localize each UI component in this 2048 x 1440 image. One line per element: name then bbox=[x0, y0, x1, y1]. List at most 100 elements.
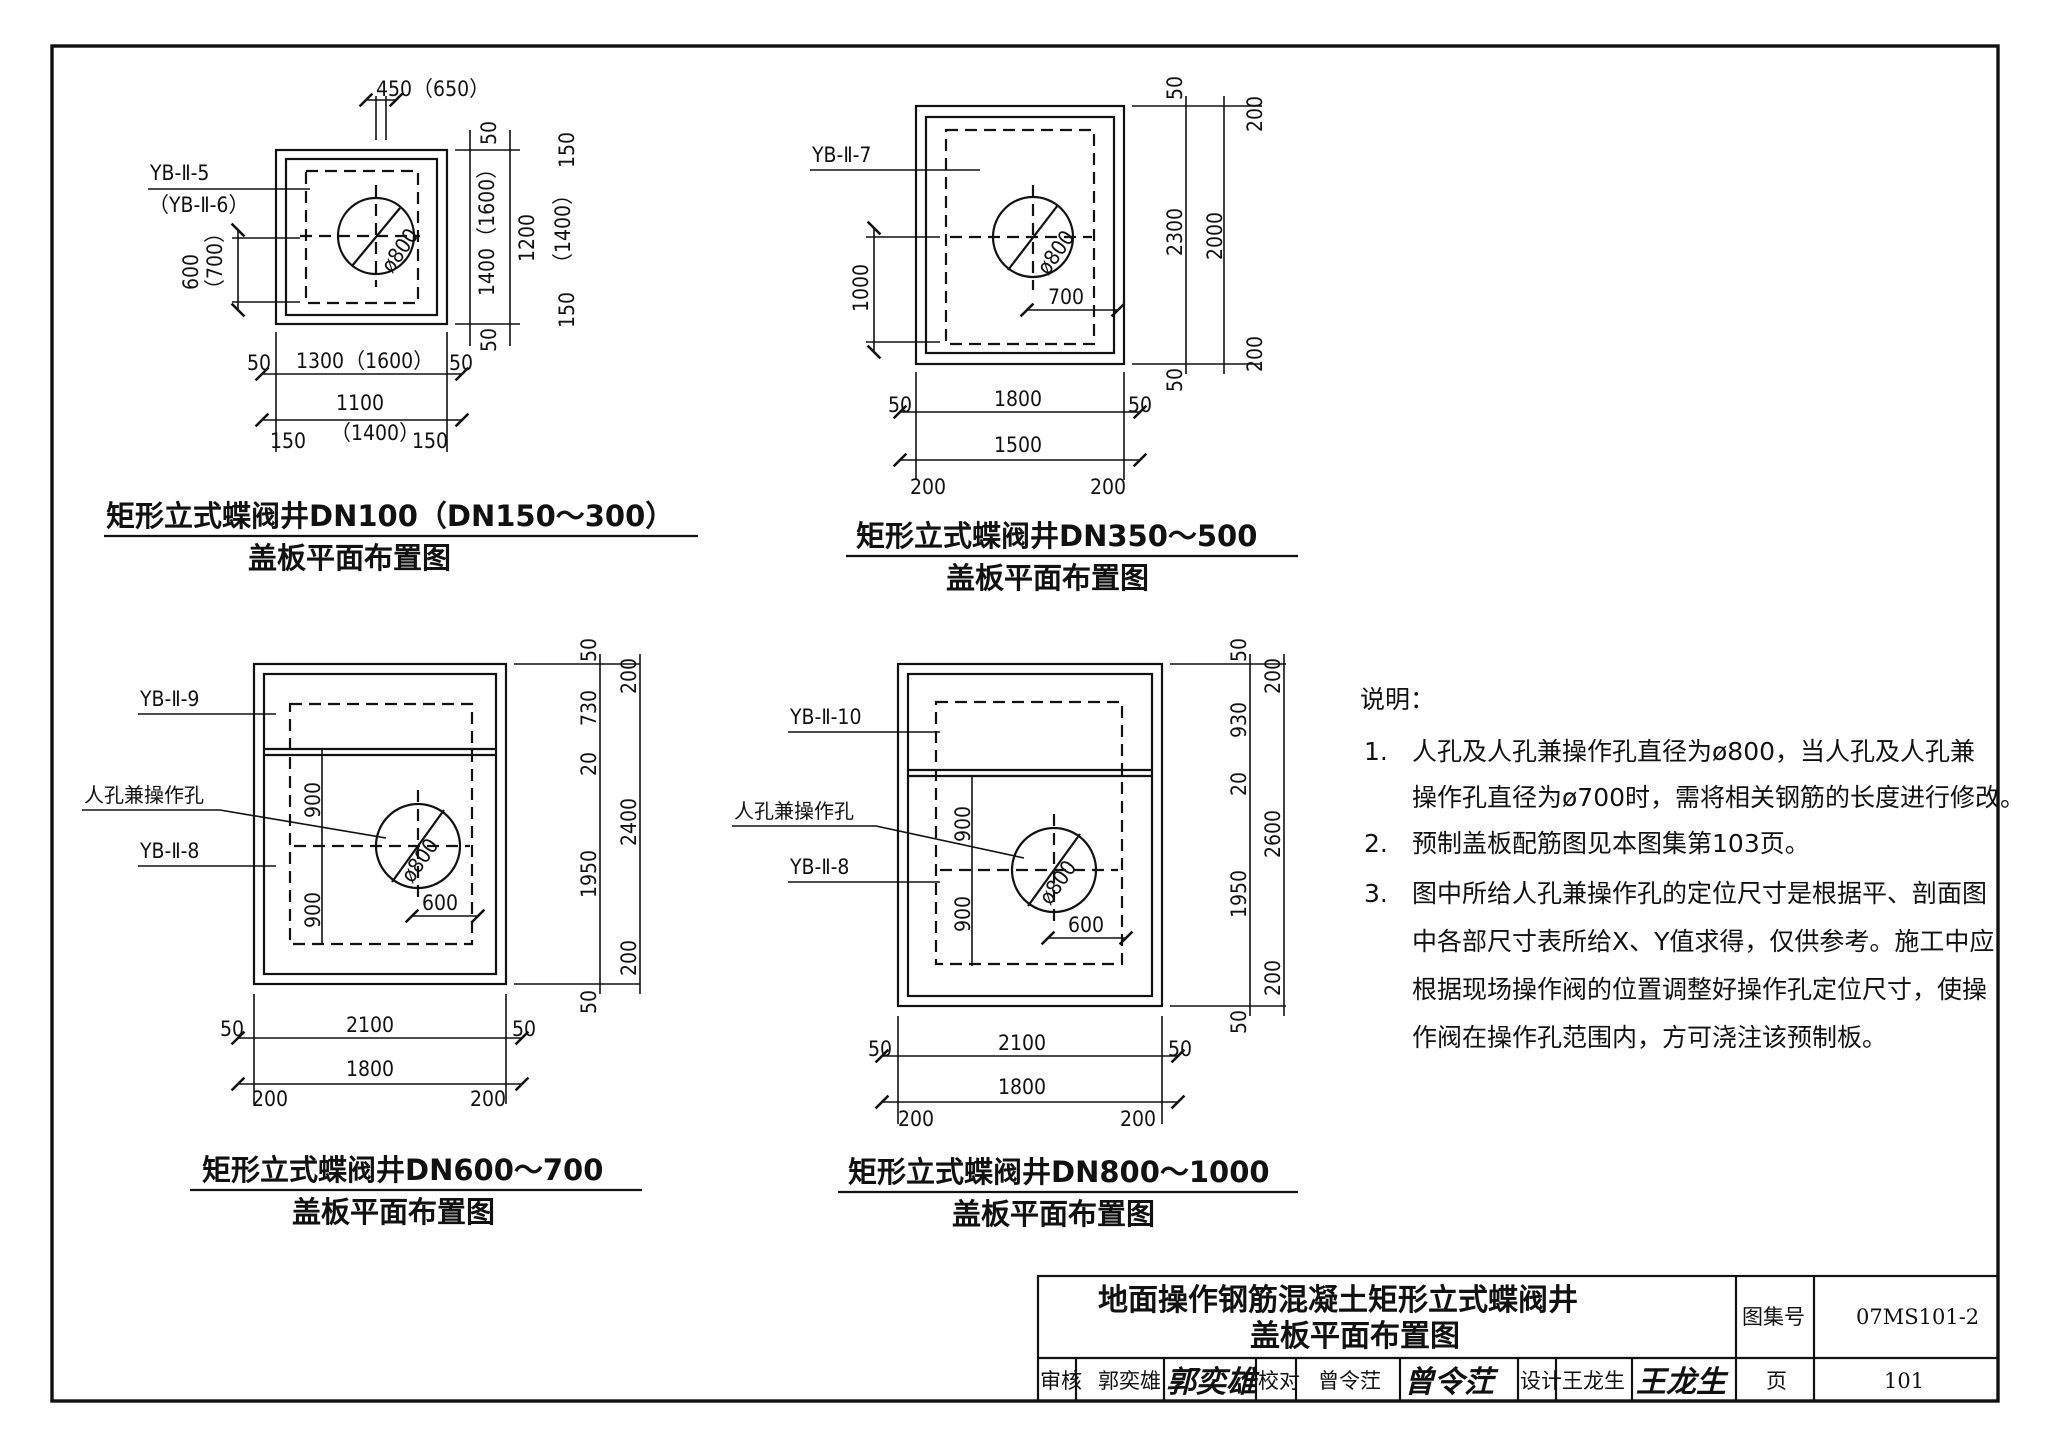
hole-diameter-label: ø800 bbox=[396, 834, 443, 887]
check-label: 校对 bbox=[1258, 1369, 1300, 1393]
dim-bottom: 50 bbox=[1128, 393, 1152, 417]
dim-right: 2300 bbox=[1163, 208, 1187, 256]
well-inner-outline bbox=[924, 115, 1116, 355]
note-number: 1. bbox=[1364, 737, 1388, 766]
dim-bottom: 1800 bbox=[994, 387, 1042, 411]
checker-signature: 曾令茳 bbox=[1404, 1365, 1499, 1400]
caption-title: 矩形立式蝶阀井DN600～700 bbox=[202, 1153, 603, 1187]
dim-right: 200 bbox=[617, 940, 641, 976]
dim-right: 1200 bbox=[515, 214, 539, 262]
dim-bottom: 200 bbox=[1120, 1107, 1156, 1131]
dim-right: 50 bbox=[1163, 76, 1187, 100]
dim-bottom: 150 bbox=[270, 429, 306, 453]
dim-bottom: 50 bbox=[220, 1017, 244, 1041]
cover-slab-outline bbox=[934, 700, 1124, 966]
dim-right: 150 bbox=[555, 132, 579, 168]
well-inner-outline bbox=[906, 672, 1154, 998]
hole-diameter-label: ø800 bbox=[376, 224, 423, 277]
notes-heading: 说明： bbox=[1360, 685, 1435, 714]
dim-bottom: 50 bbox=[888, 393, 912, 417]
dim-right: 50 bbox=[477, 121, 501, 145]
caption-subtitle: 盖板平面布置图 bbox=[952, 1197, 1155, 1231]
dim-bottom: 1800 bbox=[346, 1057, 394, 1081]
drawing-dn100: ø800 450（650） YB-Ⅱ-5 （YB-Ⅱ-6） 600 （700） … bbox=[104, 77, 698, 575]
drawing-dn350: ø800 700 YB-Ⅱ-7 1000 50 200 2300 2000 20… bbox=[810, 76, 1298, 595]
dim-right: 200 bbox=[1261, 658, 1285, 694]
caption-subtitle: 盖板平面布置图 bbox=[248, 541, 451, 575]
note-line: 图中所给人孔兼操作孔的定位尺寸是根据平、剖面图 bbox=[1412, 879, 1987, 908]
drawing-dn800: ø800 600 900 900 YB-Ⅱ-10 人孔兼操作孔 YB-Ⅱ-8 5… bbox=[732, 638, 1298, 1231]
page-number: 101 bbox=[1884, 1369, 1924, 1393]
drawing-dn600: ø800 600 900 900 YB-Ⅱ-9 人孔兼操作孔 YB-Ⅱ-8 50… bbox=[82, 638, 642, 1229]
atlas-label: 图集号 bbox=[1742, 1305, 1805, 1329]
design-label: 设计 bbox=[1520, 1369, 1562, 1393]
dim-right: 2600 bbox=[1261, 810, 1285, 858]
well-outer-outline bbox=[896, 662, 1164, 1008]
dim-bottom: 1300（1600） bbox=[296, 349, 434, 373]
note-line: 预制盖板配筋图见本图集第103页。 bbox=[1412, 829, 1810, 858]
panel-label-bottom: YB-Ⅱ-8 bbox=[139, 839, 199, 863]
dim-right: 150 bbox=[555, 292, 579, 328]
note-line: 根据现场操作阀的位置调整好操作孔定位尺寸，使操 bbox=[1412, 975, 1987, 1004]
sheet-title: 地面操作钢筋混凝土矩形立式蝶阀井 bbox=[1098, 1283, 1578, 1318]
dim-left-alt: （700） bbox=[203, 222, 227, 300]
dim-right: 50 bbox=[577, 990, 601, 1014]
title-block: 地面操作钢筋混凝土矩形立式蝶阀井 盖板平面布置图 图集号 07MS101-2 页… bbox=[1036, 1274, 2000, 1403]
dim-bottom: 50 bbox=[247, 351, 271, 375]
well-outer-outline bbox=[252, 662, 508, 986]
dim-right: 50 bbox=[1163, 368, 1187, 392]
dim-top: 450（650） bbox=[376, 77, 490, 101]
well-outer-outline bbox=[274, 148, 449, 326]
dim-right: 200 bbox=[1261, 960, 1285, 996]
dim-bottom: 50 bbox=[449, 351, 473, 375]
caption-title: 矩形立式蝶阀井DN350～500 bbox=[856, 519, 1257, 553]
atlas-number: 07MS101-2 bbox=[1856, 1305, 1979, 1329]
dim-bottom: 150 bbox=[412, 429, 448, 453]
dim-bottom: （1400） bbox=[330, 421, 420, 445]
note-number: 2. bbox=[1364, 829, 1388, 858]
dim-right: （1400） bbox=[551, 184, 575, 274]
dim-bottom: 200 bbox=[470, 1087, 506, 1111]
dim-right: 50 bbox=[1227, 638, 1251, 662]
dim-right: 50 bbox=[577, 638, 601, 662]
checker-name: 曾令茳 bbox=[1318, 1369, 1381, 1393]
dim-bottom: 200 bbox=[252, 1087, 288, 1111]
designer-name: 王龙生 bbox=[1562, 1369, 1625, 1393]
panel-label-top: YB-Ⅱ-10 bbox=[789, 705, 861, 729]
dim-right: 20 bbox=[577, 752, 601, 776]
dim-right: 50 bbox=[1227, 1010, 1251, 1034]
dim-bottom: 200 bbox=[910, 475, 946, 499]
dim-left: 900 bbox=[951, 806, 975, 842]
hole-label: 人孔兼操作孔 bbox=[734, 799, 854, 823]
dim-bottom: 1800 bbox=[998, 1075, 1046, 1099]
cover-slab-outline bbox=[288, 702, 474, 946]
dim-right: 200 bbox=[1243, 336, 1267, 372]
dim-right: 50 bbox=[477, 328, 501, 352]
dim-right: 200 bbox=[617, 658, 641, 694]
panel-label-top: YB-Ⅱ-9 bbox=[139, 687, 199, 711]
dim-bottom: 2100 bbox=[346, 1013, 394, 1037]
panel-label: YB-Ⅱ-5 bbox=[149, 161, 209, 185]
well-inner-outline bbox=[284, 157, 439, 317]
sheet-border bbox=[50, 44, 2000, 1403]
dim-bottom: 200 bbox=[1090, 475, 1126, 499]
dim-right: 1950 bbox=[1227, 870, 1251, 918]
hole-diameter-label: ø800 bbox=[1034, 856, 1081, 909]
dim-right: 2000 bbox=[1203, 212, 1227, 260]
dim-left: 900 bbox=[951, 896, 975, 932]
dim-right: 2400 bbox=[617, 798, 641, 846]
note-line: 操作孔直径为ø700时，需将相关钢筋的长度进行修改。 bbox=[1412, 783, 2025, 812]
dim-bottom: 2100 bbox=[998, 1031, 1046, 1055]
dim-right: 930 bbox=[1227, 702, 1251, 738]
dim-right: 1400（1600） bbox=[475, 158, 499, 296]
caption-title: 矩形立式蝶阀井DN100（DN150～300） bbox=[106, 499, 674, 533]
reviewer-name: 郭奕雄 bbox=[1098, 1369, 1161, 1393]
review-label: 审核 bbox=[1040, 1369, 1082, 1393]
dim-bottom: 50 bbox=[1168, 1037, 1192, 1061]
dim-left: 600 bbox=[179, 254, 203, 290]
dim-right: 20 bbox=[1227, 772, 1251, 796]
dim-left: 900 bbox=[301, 782, 325, 818]
page-label: 页 bbox=[1766, 1369, 1787, 1393]
dim-bottom: 50 bbox=[868, 1037, 892, 1061]
